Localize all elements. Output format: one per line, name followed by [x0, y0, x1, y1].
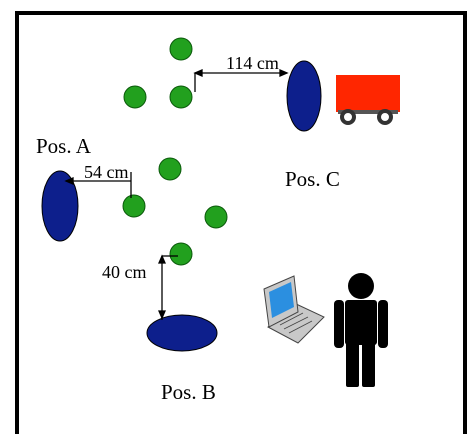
target-ball: [158, 157, 182, 181]
target-ball: [169, 37, 193, 61]
person-leg-left: [346, 340, 359, 387]
label-pos-b: Pos. B: [161, 380, 216, 404]
label-distance-54: 54 cm: [84, 162, 129, 182]
target-ball: [169, 85, 193, 109]
arrowhead-icon: [64, 177, 74, 185]
label-distance-40: 40 cm: [102, 262, 147, 282]
robot-wheel: [340, 109, 356, 125]
laptop-screen: [269, 282, 294, 318]
label-distance-114: 114 cm: [226, 53, 279, 73]
target-ball: [204, 205, 228, 229]
laptop-keyboard: [279, 312, 313, 334]
laptop-icon: [263, 275, 325, 344]
distance-marker-54: [64, 172, 132, 198]
arrowhead-icon: [193, 69, 203, 77]
robot-body: [336, 75, 400, 112]
label-pos-a: Pos. A: [36, 134, 92, 158]
target-ball: [169, 242, 193, 266]
arrowhead-icon: [158, 254, 166, 264]
person-arm-left: [334, 300, 344, 348]
robot-wheel: [377, 109, 393, 125]
person-head: [348, 273, 374, 299]
target-ball: [123, 85, 147, 109]
antenna-pos-c: [286, 60, 322, 132]
label-pos-c: Pos. C: [285, 167, 340, 191]
robot-cart-icon: [336, 75, 400, 125]
distance-marker-40: [158, 254, 178, 320]
target-balls: [122, 37, 228, 266]
antenna-pos-b: [146, 314, 218, 352]
distance-marker-114: [193, 69, 289, 92]
arrowhead-icon: [279, 69, 289, 77]
person-leg-right: [362, 340, 375, 387]
arrowhead-icon: [158, 310, 166, 320]
antenna-pos-a: [41, 170, 79, 242]
robot-chassis: [338, 110, 398, 114]
person-torso: [345, 300, 377, 345]
person-arm-right: [378, 300, 388, 348]
person-icon: [334, 273, 388, 387]
target-ball: [122, 194, 146, 218]
